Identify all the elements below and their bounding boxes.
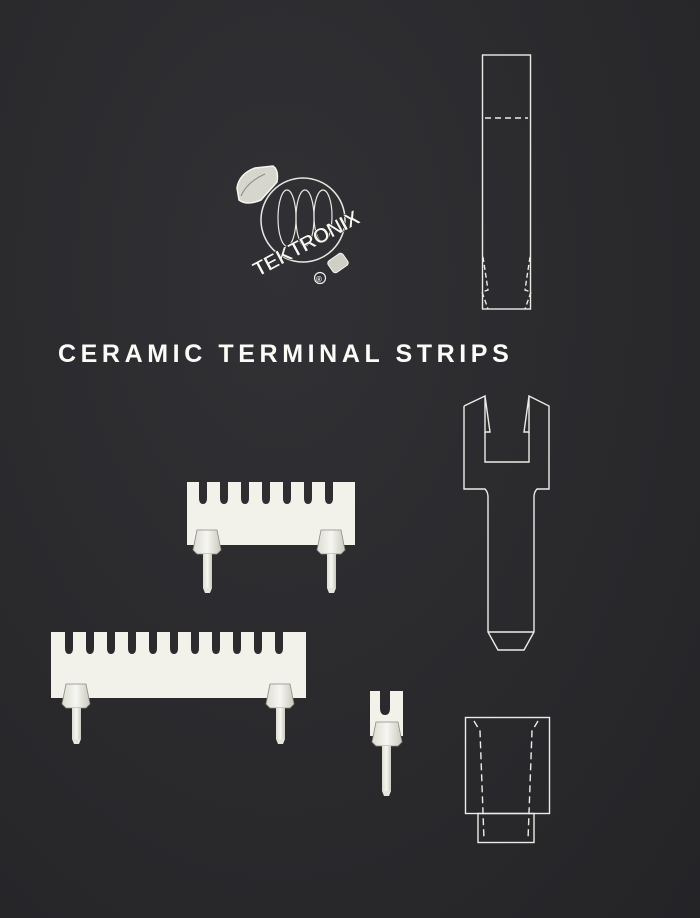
mounting-stud	[192, 529, 222, 593]
terminal-strip-7-notch	[187, 482, 355, 593]
mounting-stud	[61, 683, 91, 744]
terminal-strip-1-notch	[370, 691, 403, 796]
line-drawing-notched-post	[463, 394, 550, 651]
mounting-stud	[316, 529, 346, 593]
line-drawing-block	[464, 716, 551, 844]
mounting-stud	[265, 683, 295, 744]
page-title: CERAMIC TERMINAL STRIPS	[58, 340, 514, 368]
brand-name: TEKTRONIX	[249, 206, 363, 281]
tektronix-logo: TEKTRONIX ®	[225, 158, 365, 288]
mounting-stud	[371, 721, 403, 796]
logo-wordmark: TEKTRONIX ®	[249, 206, 364, 284]
line-drawing-tall-bar	[481, 54, 532, 310]
registered-mark: ®	[316, 275, 322, 284]
crt-logo-icon	[236, 165, 349, 285]
terminal-strip-11-notch	[51, 632, 306, 744]
